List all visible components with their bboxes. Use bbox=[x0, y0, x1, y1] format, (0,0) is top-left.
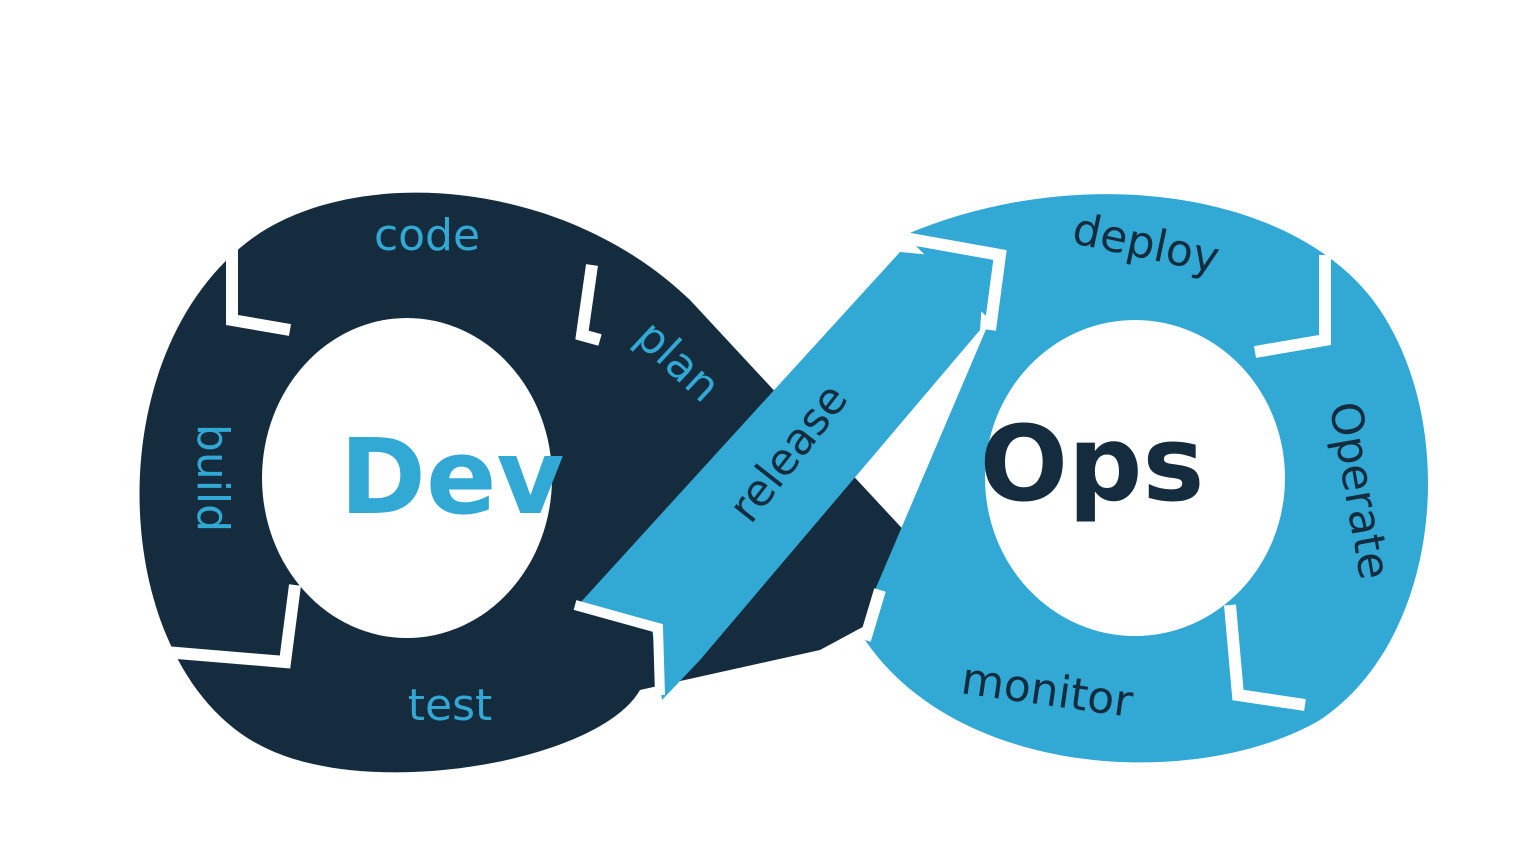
crossing-edge bbox=[573, 600, 665, 696]
stage-label-code: code bbox=[374, 210, 480, 261]
ops-loop-ring bbox=[865, 194, 1428, 763]
dev-segment-gaps bbox=[164, 250, 602, 669]
release-band bbox=[580, 252, 985, 700]
gap-build-test bbox=[164, 584, 301, 669]
gap-code-plan bbox=[575, 264, 602, 346]
gap-build-code bbox=[226, 250, 292, 336]
center-word-dev: Dev bbox=[340, 416, 565, 538]
gap-release-deploy bbox=[903, 232, 1007, 331]
stage-label-build: build bbox=[187, 424, 238, 532]
gap-operate-monitor bbox=[1224, 604, 1306, 711]
gap-monitor-release bbox=[859, 588, 886, 642]
ops-segment-gaps bbox=[859, 232, 1331, 711]
stage-label-test: test bbox=[408, 680, 493, 731]
gap-deploy-operate bbox=[1253, 255, 1331, 358]
center-word-ops: Ops bbox=[980, 403, 1205, 525]
dev-loop-ring bbox=[139, 192, 950, 773]
